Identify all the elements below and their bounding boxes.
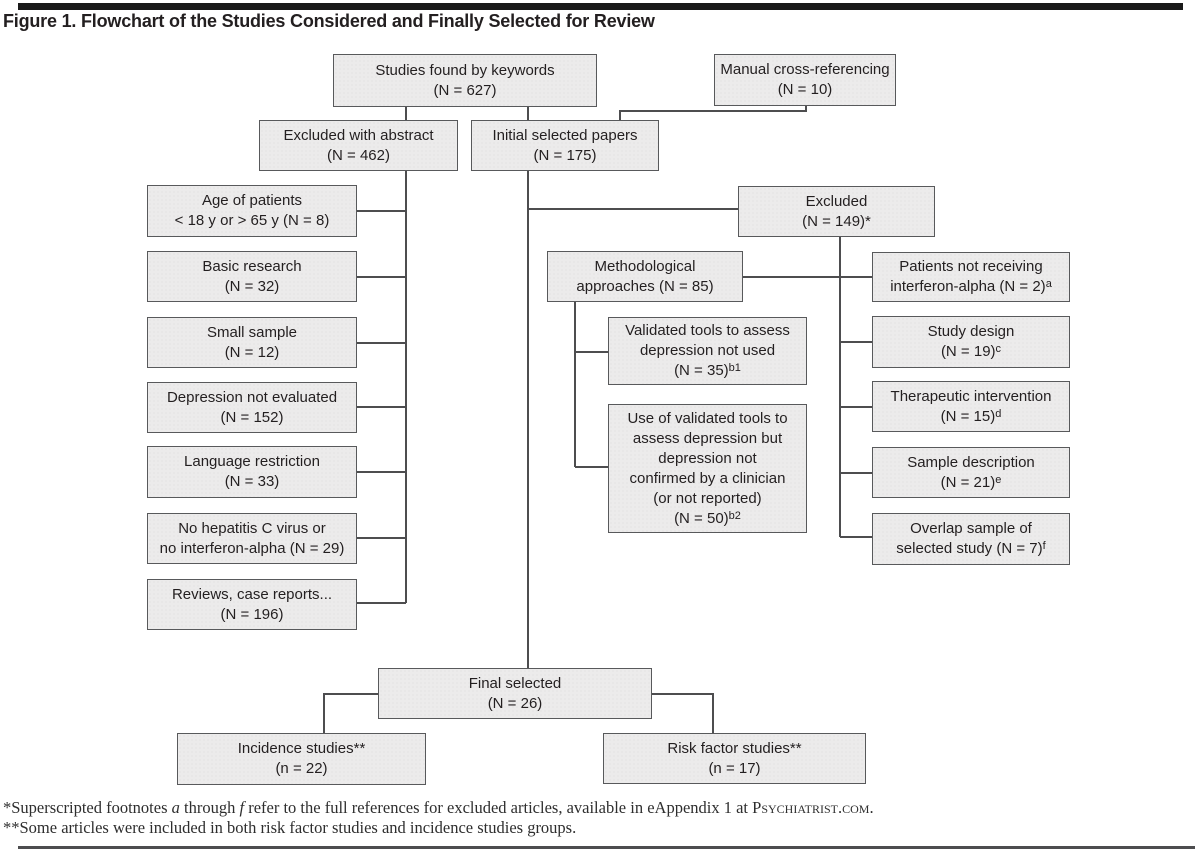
box-study-design: Study design(N = 19)c bbox=[872, 316, 1070, 368]
footnote-some-articles: **Some articles were included in both ri… bbox=[3, 818, 577, 837]
box-reviews-case-reports: Reviews, case reports...(N = 196) bbox=[147, 579, 357, 630]
box-excluded-with-abstract: Excluded with abstract(N = 462) bbox=[259, 120, 458, 171]
box-small-sample: Small sample(N = 12) bbox=[147, 317, 357, 368]
figure-title: Figure 1. Flowchart of the Studies Consi… bbox=[3, 11, 655, 31]
box-manual-cross-referencing: Manual cross-referencing(N = 10) bbox=[714, 54, 896, 106]
bottom-rule-bar bbox=[18, 846, 1195, 849]
box-incidence-studies: Incidence studies**(n = 22) bbox=[177, 733, 426, 785]
box-basic-research: Basic research(N = 32) bbox=[147, 251, 357, 302]
top-rule-bar bbox=[18, 3, 1183, 10]
footnote-superscripts: *Superscripted footnotes a through f ref… bbox=[3, 798, 874, 817]
box-depression-not-evaluated: Depression not evaluated(N = 152) bbox=[147, 382, 357, 433]
box-final-selected: Final selected(N = 26) bbox=[378, 668, 652, 719]
box-excluded-149: Excluded(N = 149)* bbox=[738, 186, 935, 237]
box-risk-factor-studies: Risk factor studies**(n = 17) bbox=[603, 733, 866, 784]
box-age-of-patients: Age of patients< 18 y or > 65 y (N = 8) bbox=[147, 185, 357, 237]
box-sample-description: Sample description(N = 21)e bbox=[872, 447, 1070, 498]
footnotes: *Superscripted footnotes a through f ref… bbox=[3, 798, 1195, 838]
box-studies-found-by-keywords: Studies found by keywords(N = 627) bbox=[333, 54, 597, 107]
box-initial-selected-papers: Initial selected papers(N = 175) bbox=[471, 120, 659, 171]
box-language-restriction: Language restriction(N = 33) bbox=[147, 446, 357, 498]
box-therapeutic-intervention: Therapeutic intervention(N = 15)d bbox=[872, 381, 1070, 432]
